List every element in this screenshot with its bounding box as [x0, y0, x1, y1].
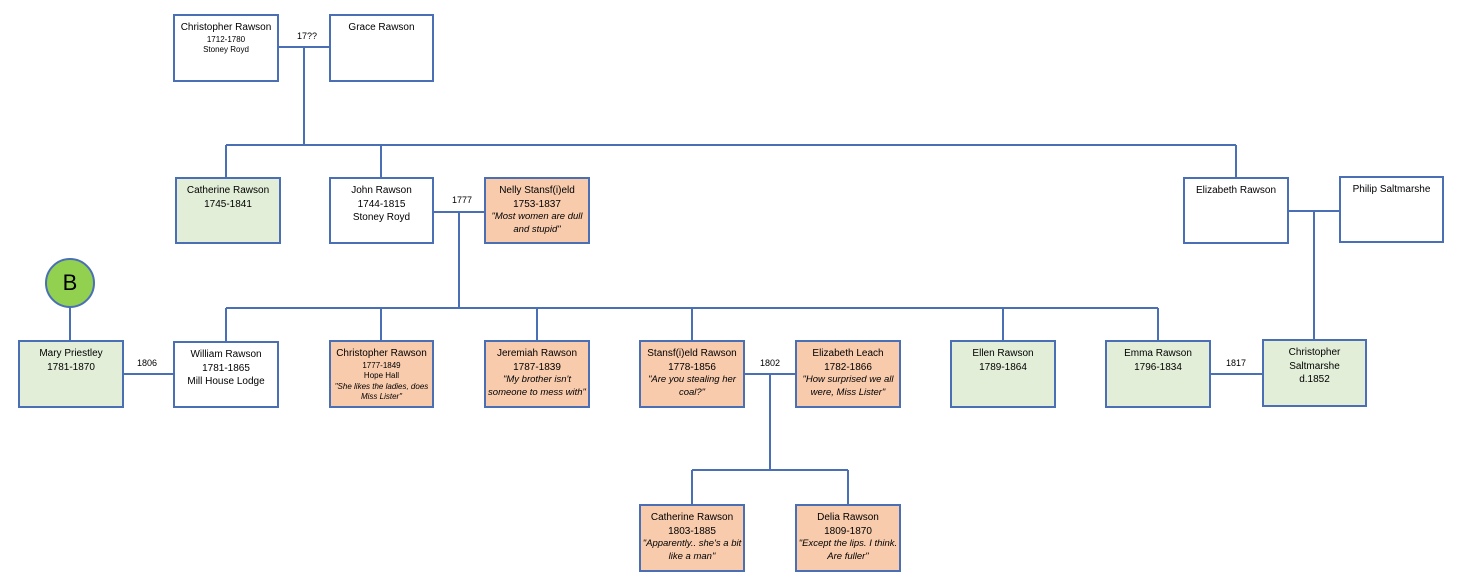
person-name: Christopher Saltmarshe: [1288, 347, 1341, 372]
person-john-rawson: John Rawson 1744-1815 Stoney Royd: [329, 177, 434, 244]
person-name: Catherine Rawson: [186, 185, 270, 196]
person-name: Mary Priestley: [39, 348, 103, 359]
person-name: Delia Rawson: [817, 512, 879, 523]
person-place: Stoney Royd: [203, 45, 249, 55]
person-years: 1781-1870: [47, 361, 95, 373]
person-mary-priestley: Mary Priestley 1781-1870: [18, 340, 124, 408]
person-years: 1778-1856: [668, 361, 716, 373]
person-name: Nelly Stansf(i)eld: [499, 185, 575, 196]
person-name: Philip Saltmarshe: [1352, 184, 1431, 195]
person-emma-rawson: Emma Rawson 1796-1834: [1105, 340, 1211, 408]
person-years: 1803-1885: [668, 525, 716, 537]
person-christopher-rawson-sr: Christopher Rawson 1712-1780 Stoney Royd: [173, 14, 279, 82]
marriage-year-mary-william: 1806: [137, 358, 158, 368]
person-stansfeld-rawson: Stansf(i)eld Rawson 1778-1856 "Are you s…: [639, 340, 745, 408]
person-years: 1712-1780: [206, 34, 246, 44]
person-name: Elizabeth Rawson: [1195, 185, 1277, 196]
person-name: Grace Rawson: [348, 22, 415, 33]
person-years: 1753-1837: [513, 198, 561, 210]
person-philip-saltmarshe: Philip Saltmarshe: [1339, 176, 1444, 243]
person-william-rawson: William Rawson 1781-1865 Mill House Lodg…: [173, 341, 279, 408]
person-name: Christopher Rawson: [336, 348, 427, 359]
person-years: 1809-1870: [824, 525, 872, 537]
person-name: Emma Rawson: [1124, 348, 1192, 359]
person-years: 1796-1834: [1134, 361, 1182, 373]
marriage-year-john-nelly: 1777: [452, 195, 473, 205]
person-years: 1789-1864: [979, 361, 1027, 373]
person-years: 1782-1866: [824, 361, 872, 373]
person-name: John Rawson: [351, 185, 412, 196]
person-christopher-saltmarshe: Christopher Saltmarshe d.1852: [1262, 339, 1367, 407]
person-delia-rawson: Delia Rawson 1809-1870 "Except the lips.…: [795, 504, 901, 572]
person-elizabeth-leach: Elizabeth Leach 1782-1866 "How surprised…: [795, 340, 901, 408]
person-name: Christopher Rawson: [180, 22, 272, 33]
person-place: Hope Hall: [363, 371, 400, 381]
person-nelly-stansfeld: Nelly Stansf(i)eld 1753-1837 "Most women…: [484, 177, 590, 244]
person-name: Elizabeth Leach: [812, 348, 884, 359]
person-name: Jeremiah Rawson: [496, 348, 578, 359]
person-name: Ellen Rawson: [972, 348, 1034, 359]
person-place: Mill House Lodge: [187, 376, 265, 387]
person-years: 1781-1865: [202, 362, 250, 374]
person-quote: "How surprised we all were, Miss Lister": [802, 374, 894, 398]
person-place: Stoney Royd: [352, 212, 411, 223]
person-quote: "My brother isn't someone to mess with": [488, 374, 586, 398]
person-quote: "Are you stealing her coal?": [648, 374, 736, 398]
person-years: d.1852: [1299, 374, 1330, 385]
person-jeremiah-rawson: Jeremiah Rawson 1787-1839 "My brother is…: [484, 340, 590, 408]
person-quote: "Most women are dull and stupid": [491, 211, 583, 235]
person-catherine-rawson-1803: Catherine Rawson 1803-1885 "Apparently..…: [639, 504, 745, 572]
person-name: Catherine Rawson: [650, 512, 734, 523]
person-years: 1787-1839: [513, 361, 561, 373]
badge-b: B: [45, 258, 95, 308]
person-quote: "Except the lips. I think. Are fuller": [798, 538, 898, 562]
person-quote: "She likes the ladies, does Miss Lister": [334, 382, 429, 402]
person-name: Stansf(i)eld Rawson: [647, 348, 737, 359]
marriage-year-emma-christopher: 1817: [1226, 358, 1247, 368]
person-ellen-rawson: Ellen Rawson 1789-1864: [950, 340, 1056, 408]
person-catherine-rawson-1745: Catherine Rawson 1745-1841: [175, 177, 281, 244]
person-years: 1744-1815: [357, 198, 406, 210]
marriage-year-christopher-grace: 17??: [297, 31, 318, 41]
person-years: 1745-1841: [204, 198, 252, 210]
person-name: William Rawson: [190, 349, 262, 360]
person-grace-rawson: Grace Rawson: [329, 14, 434, 82]
marriage-year-stansfeld-elizabeth: 1802: [760, 358, 781, 368]
person-years: 1777-1849: [362, 360, 401, 370]
person-elizabeth-rawson: Elizabeth Rawson: [1183, 177, 1289, 244]
person-christopher-rawson-jr: Christopher Rawson 1777-1849 Hope Hall "…: [329, 340, 434, 408]
person-quote: "Apparently.. she's a bit like a man": [642, 538, 742, 562]
